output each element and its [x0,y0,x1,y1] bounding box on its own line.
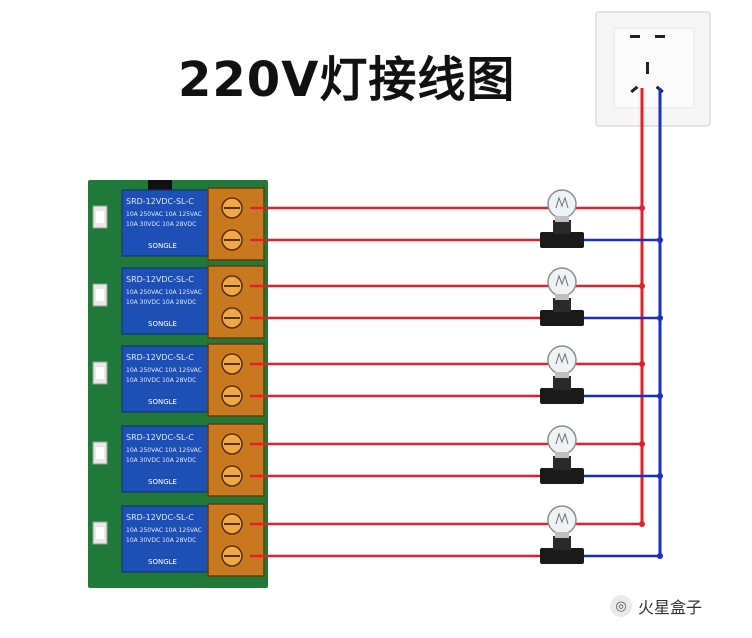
relay-rating-dc: 10A 30VDC 10A 28VDC [126,457,196,464]
relay-rating-dc: 10A 30VDC 10A 28VDC [126,299,196,306]
lamp-bulb [547,345,577,375]
lamp [540,189,584,248]
lamp [540,505,584,564]
relay-model-label: SRD-12VDC-SL-C [126,433,194,442]
live-junction [639,283,645,289]
lamp-filament [555,274,569,287]
neutral-junction [657,315,663,321]
lamp-bulb [547,425,577,455]
lamp-holder [553,220,571,234]
neutral-junction [657,393,663,399]
relay-rating-dc: 10A 30VDC 10A 28VDC [126,537,196,544]
live-junction [639,205,645,211]
lamp-socket-collar [555,532,569,538]
lamp-base [540,548,584,564]
lamp-holder [553,456,571,470]
relay-brand: SONGLE [148,242,177,250]
neutral-junction [657,237,663,243]
relay-module: SRD-12VDC-SL-C 10A 250VAC 10A 125VAC 10A 3… [121,425,209,493]
indicator-led-lens [96,211,104,223]
socket-slot [655,35,665,38]
lamp-bulb [547,505,577,535]
relay-module: SRD-12VDC-SL-C 10A 250VAC 10A 125VAC 10A 3… [121,505,209,573]
lamp-base [540,232,584,248]
diagram-title: 220V灯接线图 [178,52,516,108]
relay-module: SRD-12VDC-SL-C 10A 250VAC 10A 125VAC 10A 3… [121,189,209,257]
neutral-junction [657,473,663,479]
relay-module: SRD-12VDC-SL-C 10A 250VAC 10A 125VAC 10A 3… [121,267,209,335]
live-junction [639,361,645,367]
lamp-socket-collar [555,452,569,458]
indicator-led-lens [96,447,104,459]
relay-rating-ac: 10A 250VAC 10A 125VAC [126,367,202,374]
lamp-bulb [547,267,577,297]
relay-brand: SONGLE [148,398,177,406]
lamp [540,267,584,326]
indicator-led-lens [96,289,104,301]
relay-model-label: SRD-12VDC-SL-C [126,513,194,522]
relay-body [121,267,209,335]
lamp-holder [553,298,571,312]
lamp-filament [555,432,569,445]
lamp-base [540,388,584,404]
lamp-filament [555,512,569,525]
relay-rating-ac: 10A 250VAC 10A 125VAC [126,447,202,454]
relay-model-label: SRD-12VDC-SL-C [126,275,194,284]
relay-rating-ac: 10A 250VAC 10A 125VAC [126,211,202,218]
relay-brand: SONGLE [148,320,177,328]
relay-body [121,505,209,573]
lamp-base [540,468,584,484]
relay-rating-ac: 10A 250VAC 10A 125VAC [126,527,202,534]
lamp [540,425,584,484]
socket-slot [630,35,640,38]
relay-brand: SONGLE [148,478,177,486]
lamp-socket-collar [555,216,569,222]
lamp-filament [555,196,569,209]
wechat-icon: ◎ [610,595,632,617]
wall-socket [595,11,711,127]
neutral-junction [657,553,663,559]
lamp [540,345,584,404]
relay-rating-ac: 10A 250VAC 10A 125VAC [126,289,202,296]
live-junction [639,441,645,447]
watermark: ◎ 火星盒子 [610,594,702,618]
relay-model-label: SRD-12VDC-SL-C [126,197,194,206]
live-junction [639,521,645,527]
lamp-socket-collar [555,372,569,378]
lamp-base [540,310,584,326]
lamp-holder [553,536,571,550]
lamp-filament [555,352,569,365]
relay-rating-dc: 10A 30VDC 10A 28VDC [126,377,196,384]
lamp-holder [553,376,571,390]
lamp-bulb [547,189,577,219]
socket-slot [630,85,639,94]
relay-module: SRD-12VDC-SL-C 10A 250VAC 10A 125VAC 10A 3… [121,345,209,413]
relay-body [121,345,209,413]
indicator-led-lens [96,527,104,539]
lamp-socket-collar [555,294,569,300]
relay-body [121,425,209,493]
board-connector [148,180,172,190]
indicator-led-lens [96,367,104,379]
relay-model-label: SRD-12VDC-SL-C [126,353,194,362]
watermark-text: 火星盒子 [638,598,703,617]
relay-brand: SONGLE [148,558,177,566]
relay-rating-dc: 10A 30VDC 10A 28VDC [126,221,196,228]
socket-slot [646,62,649,74]
socket-face [613,27,695,109]
